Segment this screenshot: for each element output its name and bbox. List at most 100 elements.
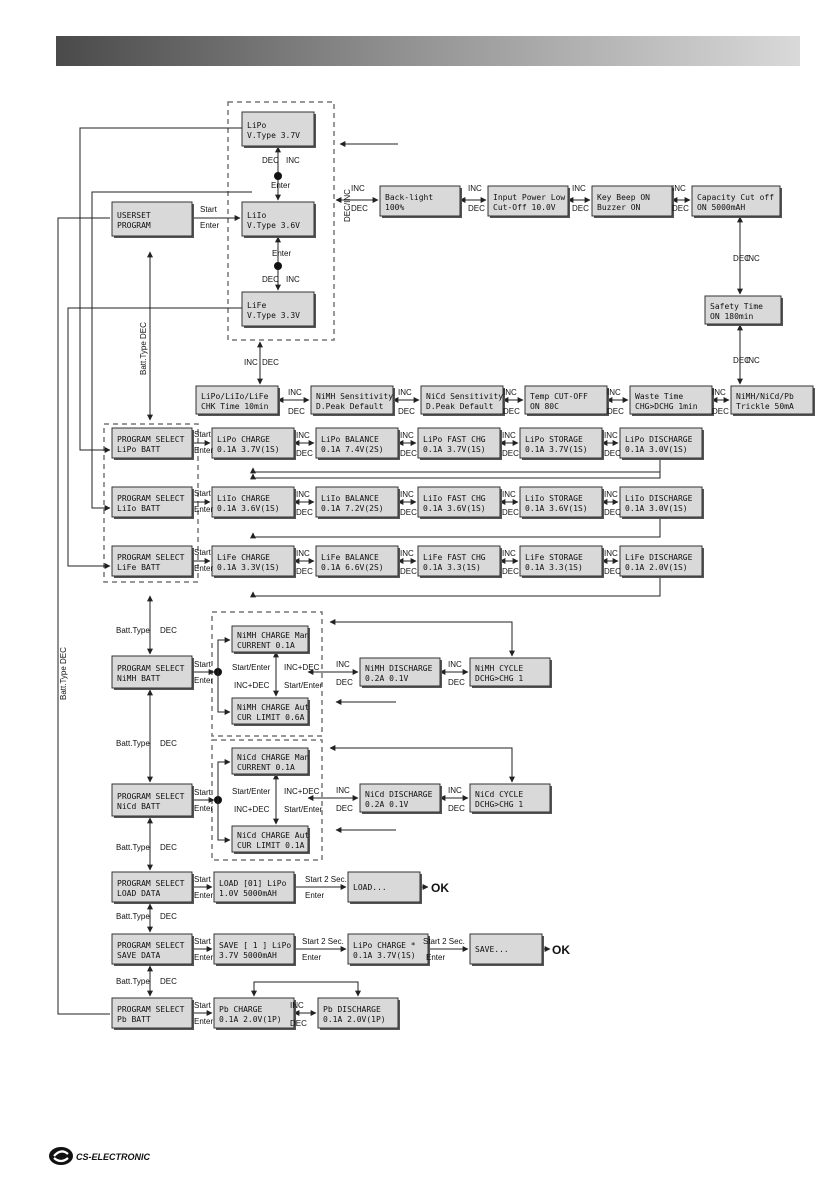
label-inc: INC bbox=[296, 549, 310, 558]
label-inc: INC bbox=[572, 184, 586, 193]
label-enter: Enter bbox=[272, 249, 291, 258]
lcd-line1: PROGRAM SELECT bbox=[117, 941, 185, 950]
label-start-enter: Start/Enter bbox=[232, 787, 271, 796]
label-inc: INC bbox=[400, 431, 414, 440]
lcd-line2: V.Type 3.7V bbox=[247, 131, 300, 140]
label-start: Start bbox=[194, 660, 212, 669]
lcd-line1: PROGRAM SELECT bbox=[117, 1005, 185, 1014]
lcd-line1: Waste Time bbox=[635, 392, 683, 401]
label-dec: DEC bbox=[607, 407, 624, 416]
lcd-line1: LiFe FAST CHG bbox=[423, 553, 486, 562]
label-dec: DEC bbox=[604, 449, 621, 458]
label-inc: INC bbox=[502, 549, 516, 558]
connector-line bbox=[250, 517, 661, 539]
label-dec: DEC bbox=[160, 977, 177, 986]
lcd-line1: LiPo CHARGE * bbox=[353, 941, 416, 950]
lcd-screen-save-lipo: LiPo CHARGE *0.1A 3.7V(1S) bbox=[347, 933, 430, 966]
label-inc: INC bbox=[448, 786, 462, 795]
lcd-line1: PROGRAM SELECT bbox=[117, 664, 185, 673]
label-dec: DEC bbox=[336, 804, 353, 813]
lcd-line2: LOAD DATA bbox=[117, 889, 161, 898]
label-ok: OK bbox=[431, 881, 449, 895]
lcd-line2: 0.1A 3.7V(1S) bbox=[525, 445, 588, 454]
label-inc: INC bbox=[503, 388, 517, 397]
lcd-line1: Capacity Cut off bbox=[697, 193, 774, 202]
connector-line bbox=[57, 217, 110, 1015]
label-dec: DEC bbox=[296, 567, 313, 576]
label-dec-short: DEC bbox=[262, 358, 279, 367]
label-enter: Enter bbox=[194, 804, 213, 813]
label-dec: DEC bbox=[604, 508, 621, 517]
lcd-line2: 0.1A 2.0V(1P) bbox=[323, 1015, 386, 1024]
label-inc: INC bbox=[351, 184, 365, 193]
connector-line bbox=[217, 800, 231, 843]
lcd-line2: 0.1A 7.2V(2S) bbox=[321, 504, 384, 513]
lcd-line1: Pb DISCHARGE bbox=[323, 1005, 381, 1014]
lcd-line1: NiMH CHARGE Aut bbox=[237, 703, 309, 712]
lcd-line1: NiMH CHARGE Man bbox=[237, 631, 309, 640]
label-inc: INC bbox=[672, 184, 686, 193]
label-enter: Enter bbox=[200, 221, 219, 230]
lcd-line2: CHG>DCHG 1min bbox=[635, 402, 698, 411]
lcd-line2: DCHG>CHG 1 bbox=[475, 800, 523, 809]
label-inc: INC bbox=[296, 431, 310, 440]
connector-line bbox=[329, 619, 515, 657]
lcd-line2: 0.1A 3.3(1S) bbox=[423, 563, 481, 572]
label-enter: Enter bbox=[302, 953, 321, 962]
label-inc: INC bbox=[712, 388, 726, 397]
lcd-line2: 0.1A 2.0V(1P) bbox=[219, 1015, 282, 1024]
lcd-line1: PROGRAM SELECT bbox=[117, 879, 185, 888]
label-dec: DEC bbox=[712, 407, 729, 416]
connector-line bbox=[217, 759, 231, 800]
lcd-line1: LiFe bbox=[247, 301, 266, 310]
label-dec: DEC bbox=[288, 407, 305, 416]
lcd-line2: 0.1A 3.7V(1S) bbox=[217, 445, 280, 454]
label-enter: Enter bbox=[194, 953, 213, 962]
lcd-line1: LiPo STORAGE bbox=[525, 435, 583, 444]
lcd-line1: PROGRAM SELECT bbox=[117, 792, 185, 801]
lcd-line2: CURRENT 0.1A bbox=[237, 641, 295, 650]
lcd-line2: V.Type 3.3V bbox=[247, 311, 300, 320]
connector-line bbox=[79, 127, 242, 453]
label-start: Start bbox=[194, 489, 212, 498]
label-ok: OK bbox=[552, 943, 570, 957]
label-dec: DEC bbox=[468, 204, 485, 213]
label-dec: DEC bbox=[398, 407, 415, 416]
lcd-line2: PROGRAM bbox=[117, 221, 151, 230]
lcd-line1: LOAD [01] LiPo bbox=[219, 879, 287, 888]
label-dec: DEC bbox=[296, 449, 313, 458]
label-start: Start bbox=[200, 205, 218, 214]
lcd-line2: 0.1A 3.0V(1S) bbox=[625, 445, 688, 454]
label-enter: Enter bbox=[194, 1017, 213, 1026]
label-dec: DEC bbox=[672, 204, 689, 213]
lcd-screen-save-progress: SAVE... bbox=[469, 933, 544, 966]
label-start-2sec: Start 2 Sec. bbox=[423, 937, 465, 946]
label-start-enter: Start/Enter bbox=[232, 663, 271, 672]
lcd-line2: 0.1A 3.0V(1S) bbox=[625, 504, 688, 513]
label-inc-dec: INC+DEC bbox=[234, 681, 270, 690]
lcd-line2: LiFe BATT bbox=[117, 563, 161, 572]
lcd-line2: D.Peak Default bbox=[316, 402, 384, 411]
lcd-line2: Cut-Off 10.0V bbox=[493, 203, 556, 212]
lcd-line2: 0.1A 7.4V(2S) bbox=[321, 445, 384, 454]
label-dec: DEC bbox=[296, 508, 313, 517]
lcd-line1: USERSET bbox=[117, 211, 151, 220]
